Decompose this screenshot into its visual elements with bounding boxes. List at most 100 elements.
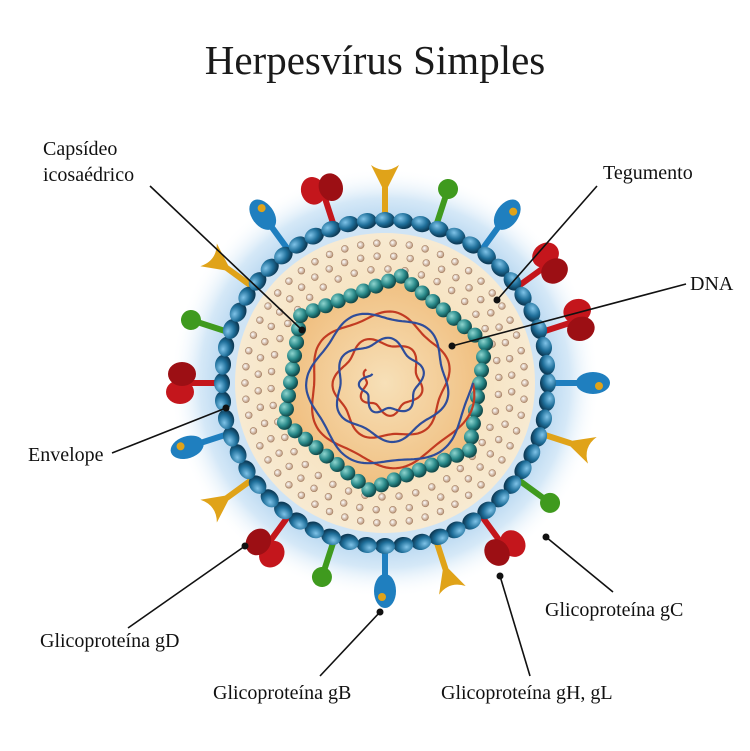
tegument-particle	[242, 380, 249, 387]
tegument-particle	[473, 311, 480, 318]
tegument-particle	[443, 475, 450, 482]
envelope-bead	[375, 212, 395, 228]
tegument-particle	[265, 457, 272, 464]
tegument-particle	[277, 335, 284, 342]
capsomere-bead	[289, 335, 304, 350]
capsomere-bead	[281, 388, 296, 403]
tegument-particle	[495, 374, 502, 381]
tegument-particle	[478, 278, 485, 285]
tegument-particle	[250, 332, 257, 339]
tegument-particle	[257, 354, 264, 361]
tegument-particle	[243, 363, 250, 370]
tegument-particle	[434, 278, 441, 285]
tegument-particle	[518, 412, 525, 419]
tegument-particle	[298, 267, 305, 274]
tegument-particle	[452, 485, 459, 492]
tegument-particle	[493, 357, 500, 364]
tegument-particle	[390, 253, 397, 260]
tegument-particle	[437, 494, 444, 501]
capsomere-bead	[277, 415, 292, 430]
tegument-particle	[390, 240, 397, 247]
tegument-particle	[506, 405, 513, 412]
tegument-particle	[453, 274, 460, 281]
tegument-particle	[437, 251, 444, 258]
label-glycoprotein-gb: Glicoproteína gB	[213, 680, 351, 706]
tegument-particle	[374, 253, 381, 260]
tegument-particle	[521, 396, 528, 403]
capsomere-bead	[381, 274, 396, 289]
tegument-particle	[489, 290, 496, 297]
tegument-particle	[329, 481, 336, 488]
tegument-particle	[482, 325, 489, 332]
tegument-particle	[522, 380, 529, 387]
tegument-particle	[379, 494, 386, 501]
tegument-particle	[261, 338, 268, 345]
capsomere-bead	[283, 375, 298, 390]
tegument-particle	[312, 258, 319, 265]
tegument-particle	[461, 298, 468, 305]
capsomere-bead	[470, 389, 485, 404]
spike-head	[576, 372, 610, 394]
tegument-particle	[245, 347, 252, 354]
tegument-particle	[340, 500, 347, 507]
tegument-particle	[465, 492, 472, 499]
tegument-particle	[281, 434, 288, 441]
tegument-particle	[428, 484, 435, 491]
label-capsid: Capsídeo icosaédrico	[43, 136, 203, 188]
capsomere-bead	[285, 362, 300, 377]
tegument-particle	[335, 276, 342, 283]
tegument-particle	[478, 481, 485, 488]
label-tegument: Tegumento	[603, 160, 693, 186]
tegument-particle	[267, 435, 274, 442]
tegument-particle	[257, 404, 264, 411]
tegument-particle	[418, 272, 425, 279]
tegument-particle	[312, 501, 319, 508]
leader-line-gc	[546, 537, 613, 592]
capsomere-bead	[474, 363, 489, 378]
tegument-particle	[373, 240, 380, 247]
tegument-particle	[422, 245, 429, 252]
tegument-particle	[438, 266, 445, 273]
tegument-particle	[373, 506, 380, 513]
tegument-particle	[271, 351, 278, 358]
tegument-particle	[506, 355, 513, 362]
tegument-particle	[406, 242, 413, 249]
tegument-particle	[255, 371, 262, 378]
envelope-bead	[540, 373, 556, 393]
tegument-particle	[298, 492, 305, 499]
tegument-particle	[250, 427, 257, 434]
envelope-bead	[375, 538, 395, 554]
tegument-particle	[396, 493, 403, 500]
tegument-particle	[487, 309, 494, 316]
tegument-particle	[268, 323, 275, 330]
spike-head	[374, 574, 396, 608]
envelope-bead	[214, 373, 230, 393]
capsomere-bead	[279, 402, 294, 417]
tegument-particle	[356, 504, 363, 511]
label-glycoprotein-gd: Glicoproteína gD	[40, 628, 179, 654]
tegument-particle	[265, 303, 272, 310]
tegument-particle	[457, 465, 464, 472]
tegument-particle	[284, 320, 291, 327]
tegument-particle	[507, 442, 514, 449]
tegument-particle	[452, 501, 459, 508]
tegument-particle	[326, 508, 333, 515]
tegument-particle	[495, 436, 502, 443]
spike-head	[168, 362, 196, 386]
tegument-particle	[389, 506, 396, 513]
tegument-particle	[286, 481, 293, 488]
label-glycoprotein-gc: Glicoproteína gC	[545, 597, 683, 623]
tegument-particle	[521, 363, 528, 370]
tegument-particle	[502, 421, 509, 428]
tegument-particle	[315, 472, 322, 479]
tegument-particle	[286, 296, 293, 303]
tegument-particle	[492, 408, 499, 415]
tegument-particle	[357, 517, 364, 524]
tegument-particle	[508, 388, 515, 395]
leader-line-gd-dot	[242, 543, 249, 550]
tegument-particle	[368, 266, 375, 273]
capsomere-bead	[464, 430, 479, 445]
tegument-particle	[390, 519, 397, 526]
tegument-particle	[341, 514, 348, 521]
tegument-particle	[422, 500, 429, 507]
